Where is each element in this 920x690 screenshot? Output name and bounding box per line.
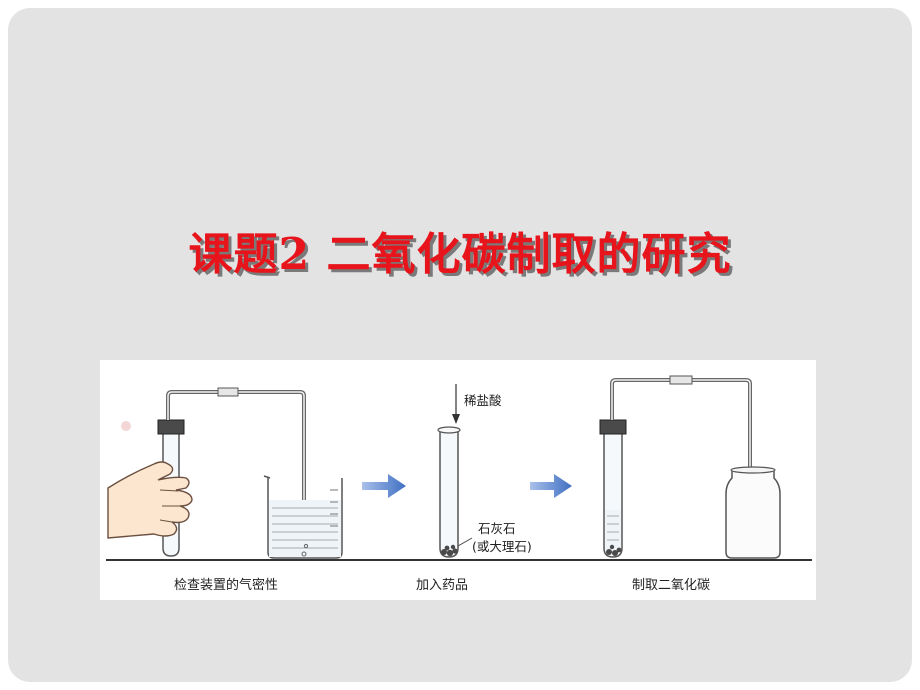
arrow-icon (530, 474, 572, 498)
rubber-joint-3 (669, 375, 693, 385)
slide-title: 课题2 二氧化碳制取的研究 (188, 229, 732, 280)
caption-step3: 制取二氧化碳 (632, 578, 711, 593)
rubber-joint-1 (217, 387, 239, 397)
limestone-pieces (441, 544, 458, 557)
label-limestone: 石灰石 (478, 521, 516, 536)
step1-apparatus (107, 387, 343, 559)
stopper-1 (157, 419, 185, 435)
slide: 课题2 二氧化碳制取的研究 (8, 8, 912, 682)
caption-step1: 检查装置的气密性 (174, 578, 279, 593)
test-tube-2 (439, 430, 459, 558)
step2-apparatus (437, 384, 473, 558)
hand-icon (107, 461, 193, 539)
stopper-3 (599, 419, 627, 435)
step3-apparatus (599, 375, 781, 559)
beaker-1 (267, 478, 343, 559)
caption-step2: 加入药品 (416, 578, 469, 593)
arrow-icon (362, 474, 406, 498)
label-acid: 稀盐酸 (464, 393, 502, 408)
apparatus-illustration (106, 375, 812, 561)
gas-jar (725, 470, 781, 559)
experiment-figure: 稀盐酸 石灰石 (或大理石) 检查装置的气密性 加入药品 制取二氧化碳 (100, 360, 816, 600)
label-marble: (或大理石) (472, 539, 532, 554)
